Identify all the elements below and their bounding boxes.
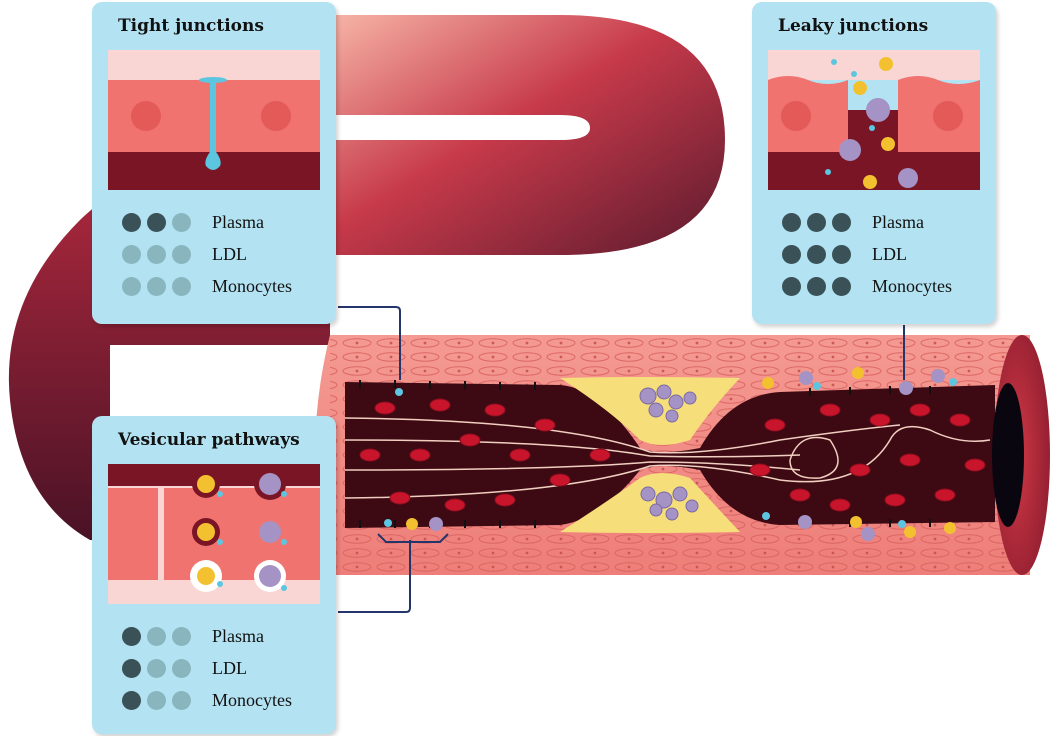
permeability-dot [122,658,141,678]
permeability-dots [122,626,212,646]
permeability-dot [832,212,851,232]
permeability-dots [782,276,872,296]
legend-label: Monocytes [212,275,292,296]
legend-row-ldl: LDL [122,652,292,684]
tight-junction-illustration [108,50,320,190]
legend-label: Monocytes [212,689,292,710]
legend-row-monocytes: Monocytes [122,684,292,716]
permeability-dots [122,690,212,710]
permeability-dot [832,276,851,296]
permeability-dots [122,658,212,678]
legend-label: LDL [872,243,907,264]
legend-row-monocytes: Monocytes [122,270,292,302]
legend-label: Plasma [212,625,264,646]
permeability-dot [147,626,166,646]
permeability-dot [172,626,191,646]
legend-row-ldl: LDL [782,238,952,270]
permeability-dot [172,244,191,264]
legend-label: Monocytes [872,275,952,296]
vesicular-pathway-illustration [108,464,320,604]
legend-row-plasma: Plasma [122,206,292,238]
permeability-dot [807,244,826,264]
panel-title: Tight junctions [118,16,264,36]
permeability-dot [122,626,141,646]
permeability-dot [807,276,826,296]
permeability-dots [782,244,872,264]
panel-title: Leaky junctions [778,16,929,36]
legend-row-monocytes: Monocytes [782,270,952,302]
permeability-dot [122,244,141,264]
permeability-dots [122,276,212,296]
permeability-dot [147,658,166,678]
permeability-dots [782,212,872,232]
permeability-dot [782,244,801,264]
permeability-dots [122,244,212,264]
legend-label: Plasma [872,211,924,232]
leaky-junction-illustration [768,50,980,190]
permeability-dot [147,212,166,232]
legend-label: LDL [212,657,247,678]
permeability-dot [147,690,166,710]
permeability-dot [122,212,141,232]
legend-row-ldl: LDL [122,238,292,270]
connector-lines [338,306,905,613]
permeability-dot [122,276,141,296]
legend-label: LDL [212,243,247,264]
permeability-dot [172,212,191,232]
permeability-dot [172,276,191,296]
permeability-dot [782,276,801,296]
permeability-dot [172,658,191,678]
permeability-dot [147,276,166,296]
permeability-dot [122,690,141,710]
panel-title: Vesicular pathways [118,430,300,450]
permeability-dot [832,244,851,264]
permeability-dot [147,244,166,264]
legend-label: Plasma [212,211,264,232]
legend-row-plasma: Plasma [122,620,292,652]
legend-row-plasma: Plasma [782,206,952,238]
permeability-dot [172,690,191,710]
permeability-dot [807,212,826,232]
main-vessel [315,335,1050,575]
plaque-lower [560,473,740,533]
permeability-dots [122,212,212,232]
permeability-dot [782,212,801,232]
